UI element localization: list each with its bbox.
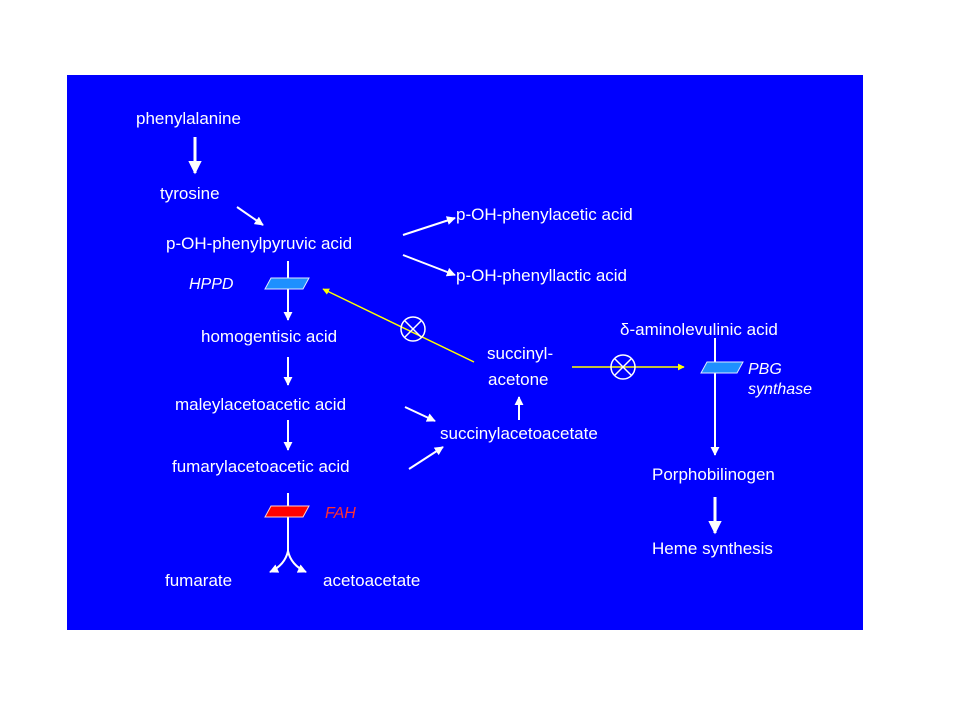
pbg-synthase-enzyme-icon bbox=[700, 361, 744, 374]
fah-enzyme-icon bbox=[264, 505, 310, 518]
pathway-arrows bbox=[188, 137, 744, 573]
fah-enzyme-label: FAH bbox=[325, 505, 356, 522]
pbg-synthase-label-line1: PBG bbox=[748, 361, 782, 378]
inhibition-pbg-icon bbox=[610, 354, 636, 380]
succinylacetoacetate-label: succinylacetoacetate bbox=[440, 424, 598, 443]
aminolevulinic-label: δ-aminolevulinic acid bbox=[620, 320, 778, 339]
p-oh-phenylacetic-label: p-OH-phenylacetic acid bbox=[456, 205, 633, 224]
acetoacetate-label: acetoacetate bbox=[323, 571, 421, 590]
maleylacetoacetic-label: maleylacetoacetic acid bbox=[175, 395, 347, 414]
arrow-faa-to-saa bbox=[408, 446, 444, 470]
arrow-to-phenylacetic bbox=[402, 216, 456, 236]
arrow-maa-to-saa bbox=[404, 406, 436, 422]
tyrosine-label: tyrosine bbox=[160, 184, 220, 203]
porphobilinogen-label: Porphobilinogen bbox=[652, 465, 775, 484]
hppd-enzyme-icon bbox=[264, 277, 310, 290]
homogentisic-label: homogentisic acid bbox=[201, 327, 338, 346]
fumarylacetoacetic-label: fumarylacetoacetic acid bbox=[172, 457, 350, 476]
arrow-fah-to-fumarate bbox=[269, 550, 289, 573]
p-oh-phenylpyruvic-label: p-OH-phenylpyruvic acid bbox=[166, 234, 353, 253]
heme-synthesis-label: Heme synthesis bbox=[652, 539, 773, 558]
arrow-fah-to-acetoacetate bbox=[287, 550, 307, 573]
p-oh-phenyllactic-label: p-OH-phenyllactic acid bbox=[456, 266, 628, 285]
inhibition-hppd-icon bbox=[400, 316, 426, 342]
fumarate-label: fumarate bbox=[165, 571, 233, 590]
metabolic-pathway-diagram: phenylalanine tyrosine p-OH-phenylpyruvi… bbox=[67, 75, 863, 630]
hppd-enzyme-label: HPPD bbox=[189, 276, 234, 293]
inhibition-arrow-hppd bbox=[322, 288, 475, 363]
phenylalanine-label: phenylalanine bbox=[136, 109, 241, 128]
succinylacetone-label-line1: succinyl- bbox=[487, 344, 554, 363]
arrow-to-phenyllactic bbox=[402, 254, 456, 277]
arrow-tyr-to-pohpp bbox=[236, 206, 264, 226]
succinylacetone-label-line2: acetone bbox=[488, 370, 549, 389]
pbg-synthase-label-line2: synthase bbox=[748, 381, 813, 398]
